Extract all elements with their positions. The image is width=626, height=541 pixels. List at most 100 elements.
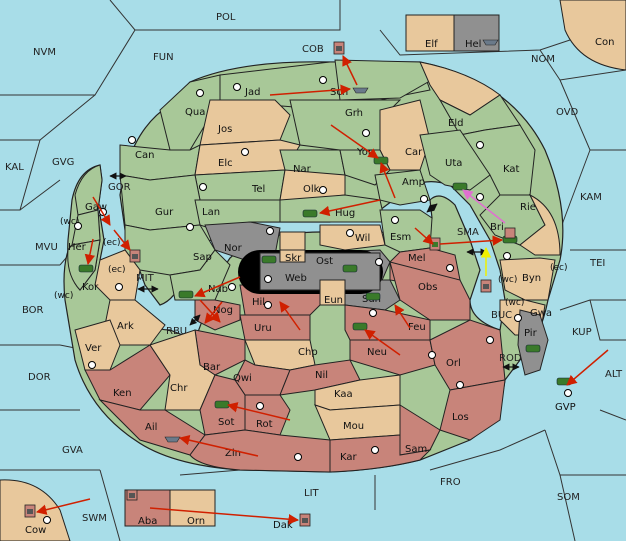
fleet-icon bbox=[482, 39, 499, 46]
sea-fun: FUN bbox=[153, 52, 174, 63]
sea-som: SOM bbox=[557, 492, 580, 503]
label-gur: Gur bbox=[155, 207, 174, 218]
label-jos: Jos bbox=[217, 124, 232, 135]
sea-dor: DOR bbox=[28, 372, 51, 383]
fleet-icon bbox=[333, 41, 345, 55]
label-nar: Nar bbox=[293, 164, 312, 175]
label-mou: Mou bbox=[343, 421, 364, 432]
label-hil: Hil bbox=[252, 297, 265, 308]
label-qua: Qua bbox=[185, 107, 205, 118]
label-kat: Kat bbox=[503, 164, 520, 175]
label-tel: Tel bbox=[251, 184, 265, 195]
army-icon bbox=[178, 290, 194, 299]
label-nab: Nab bbox=[208, 284, 228, 295]
sea-swm: SWM bbox=[82, 513, 107, 524]
coast-wc-byn: (wc) bbox=[498, 275, 517, 285]
label-grh: Grh bbox=[345, 108, 363, 119]
label-chp: Chp bbox=[298, 347, 318, 358]
label-cow: Cow bbox=[25, 525, 46, 536]
sea-sma: SMA bbox=[457, 227, 479, 238]
fleet-icon bbox=[164, 436, 181, 443]
sea-tei: TEI bbox=[589, 258, 605, 269]
army-icon bbox=[214, 400, 230, 409]
sea-rod: ROD bbox=[499, 353, 522, 364]
label-con: Con bbox=[595, 37, 614, 48]
label-aba: Aba bbox=[138, 516, 157, 527]
coast-wc-kor: (wc) bbox=[54, 291, 73, 301]
label-kar: Kar bbox=[340, 452, 358, 463]
label-jad: Jad bbox=[244, 87, 260, 98]
label-sap: Sap bbox=[193, 252, 212, 263]
fleet-icon bbox=[24, 504, 36, 518]
label-eun: Eun bbox=[324, 295, 343, 306]
label-ail: Ail bbox=[145, 422, 157, 433]
label-zin: Zin bbox=[225, 448, 241, 459]
label-neu: Neu bbox=[367, 347, 387, 358]
sea-pol: POL bbox=[216, 12, 236, 23]
fleet-icon bbox=[129, 249, 141, 263]
fleets bbox=[24, 39, 516, 527]
fleet-icon bbox=[429, 237, 441, 251]
sea-kam: KAM bbox=[580, 192, 602, 203]
sea-kup: KUP bbox=[572, 327, 592, 338]
fleet-icon bbox=[480, 279, 492, 293]
coast-labels: (wc) (ec) (ec) (wc) (wc) (ec) (wc) bbox=[54, 217, 568, 308]
label-gaw: Gaw bbox=[85, 202, 107, 213]
order-arrows bbox=[35, 55, 609, 525]
label-feu: Feu bbox=[408, 322, 426, 333]
sea-fro: FRO bbox=[440, 477, 461, 488]
label-chr: Chr bbox=[170, 383, 188, 394]
label-sch: Sch bbox=[330, 87, 348, 98]
army-icon bbox=[302, 209, 318, 218]
sea-kal: KAL bbox=[5, 162, 24, 173]
army-icon bbox=[365, 292, 381, 301]
northern-provinces bbox=[119, 59, 561, 256]
sea-nom: NOM bbox=[531, 54, 555, 65]
army-icon bbox=[352, 322, 368, 331]
label-rie: Rie bbox=[520, 202, 536, 213]
label-car: Car bbox=[405, 147, 423, 158]
label-byn: Byn bbox=[522, 273, 541, 284]
label-dak: Dak bbox=[273, 520, 293, 531]
fleet-icon bbox=[126, 489, 138, 501]
label-kor: Kor bbox=[82, 282, 99, 293]
army-icon bbox=[452, 182, 468, 191]
label-sot: Sot bbox=[218, 417, 234, 428]
coast-ec-gaw: (ec) bbox=[103, 238, 121, 248]
label-gwa: Gwa bbox=[530, 308, 552, 319]
label-gvp: GVP bbox=[555, 402, 576, 413]
label-uru: Uru bbox=[254, 323, 272, 334]
label-pir: Pir bbox=[524, 328, 538, 339]
fleet-icon bbox=[299, 513, 311, 527]
army-icon bbox=[525, 344, 541, 353]
label-mel: Mel bbox=[408, 253, 426, 264]
sea-cob: COB bbox=[302, 44, 324, 55]
label-ark: Ark bbox=[117, 321, 134, 332]
label-obs: Obs bbox=[418, 282, 437, 293]
label-can: Can bbox=[135, 150, 154, 161]
army-icon bbox=[78, 264, 94, 273]
label-ost: Ost bbox=[316, 256, 333, 267]
sea-mit: MIT bbox=[136, 273, 155, 284]
label-web: Web bbox=[285, 273, 307, 284]
label-hel: Hel bbox=[465, 39, 481, 50]
label-nil: Nil bbox=[315, 370, 328, 381]
label-elc: Elc bbox=[218, 158, 233, 169]
label-sam: Sam bbox=[405, 444, 427, 455]
skr-province bbox=[279, 249, 306, 263]
label-her: Her bbox=[68, 242, 87, 253]
coast-wc-gwa: (wc) bbox=[505, 298, 524, 308]
province-labels: Jad Sch Qua Jos Grh Can Elc Nar Yor Car … bbox=[25, 37, 614, 536]
label-los: Los bbox=[452, 412, 469, 423]
label-nog: Nog bbox=[213, 305, 233, 316]
coast-ec-byn: (ec) bbox=[550, 263, 568, 273]
label-olk: Olk bbox=[303, 184, 320, 195]
label-nor: Nor bbox=[224, 243, 243, 254]
label-kaa: Kaa bbox=[334, 389, 353, 400]
sea-alt: ALT bbox=[605, 369, 623, 380]
coast-wc-gaw: (wc) bbox=[60, 217, 79, 227]
army-icon bbox=[373, 156, 389, 165]
label-eld: Eld bbox=[448, 118, 463, 129]
